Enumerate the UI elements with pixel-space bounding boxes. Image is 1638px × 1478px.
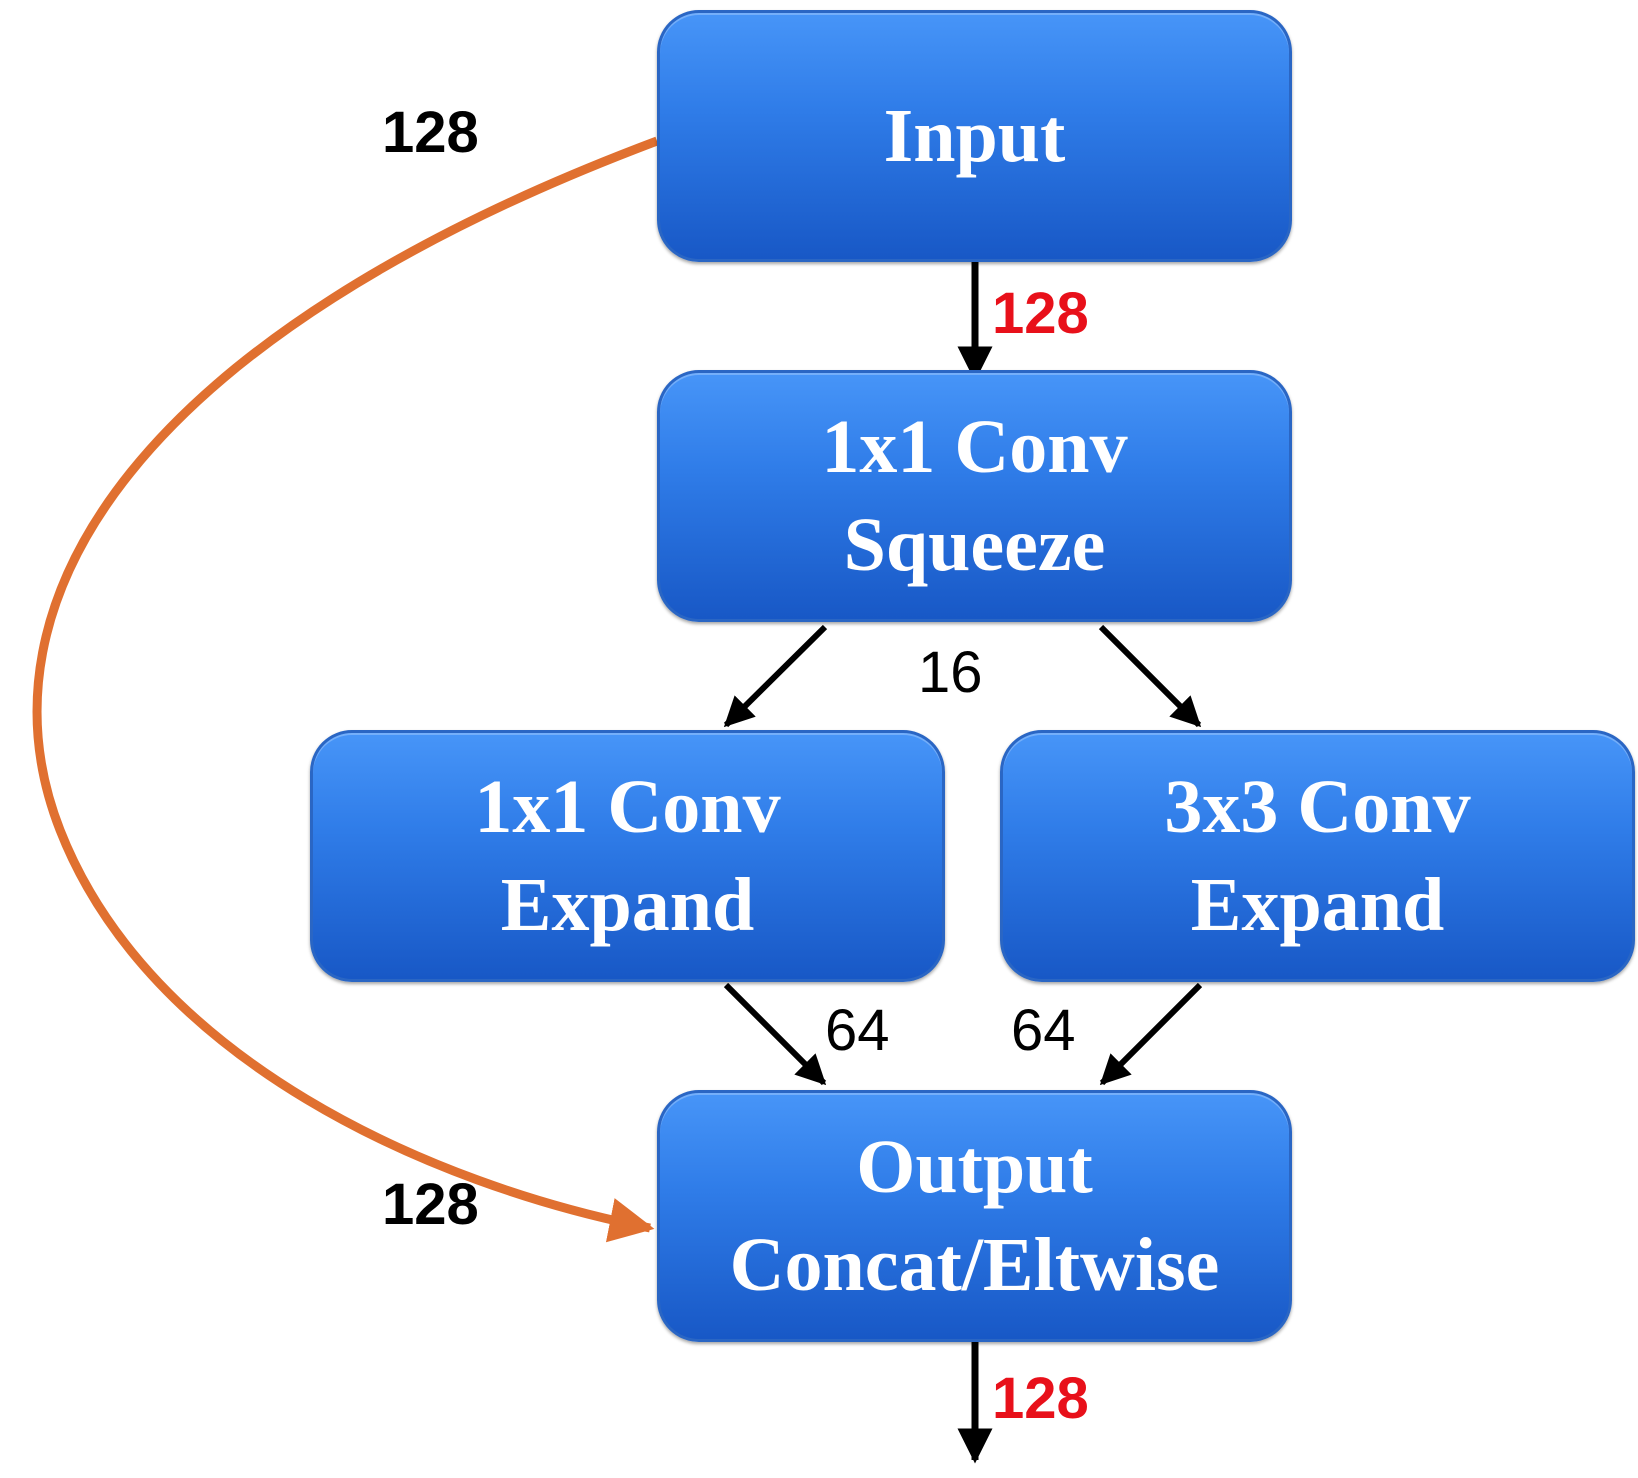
skip-connection-input-channels: 128 (382, 100, 479, 165)
expand3-node-subtitle: Expand (1190, 863, 1445, 947)
expand3-node-title: 3x3 Conv (1164, 765, 1471, 849)
output-node-title: Output (856, 1125, 1093, 1209)
expand1-channels-label: 64 (825, 998, 890, 1063)
input-channels-label: 128 (992, 281, 1089, 346)
expand1-node-title: 1x1 Conv (474, 765, 781, 849)
squeeze-channels-label: 16 (918, 640, 983, 705)
squeeze-conv-node: 1x1 Conv Squeeze (657, 370, 1292, 622)
output-node: Output Concat/Eltwise (657, 1090, 1292, 1342)
expand-3x3-node: 3x3 Conv Expand (1000, 730, 1635, 982)
skip-connection-arrow (32, 136, 659, 1243)
output-channels-label: 128 (992, 1366, 1089, 1431)
squeeze-node-title: 1x1 Conv (821, 405, 1128, 489)
expand-1x1-node: 1x1 Conv Expand (310, 730, 945, 982)
output-node-subtitle: Concat/Eltwise (729, 1223, 1220, 1307)
squeeze-node-subtitle: Squeeze (843, 503, 1106, 587)
arrow-squeeze-to-expand3 (1098, 624, 1202, 728)
arrow-expand3-to-output (1099, 982, 1203, 1086)
expand3-channels-label: 64 (1011, 998, 1076, 1063)
expand1-node-subtitle: Expand (500, 863, 755, 947)
input-node: Input (657, 10, 1292, 262)
skip-connection-output-channels: 128 (382, 1172, 479, 1237)
arrow-squeeze-to-expand1 (723, 624, 828, 728)
input-node-label: Input (883, 94, 1066, 178)
arrow-expand1-to-output (723, 982, 827, 1086)
